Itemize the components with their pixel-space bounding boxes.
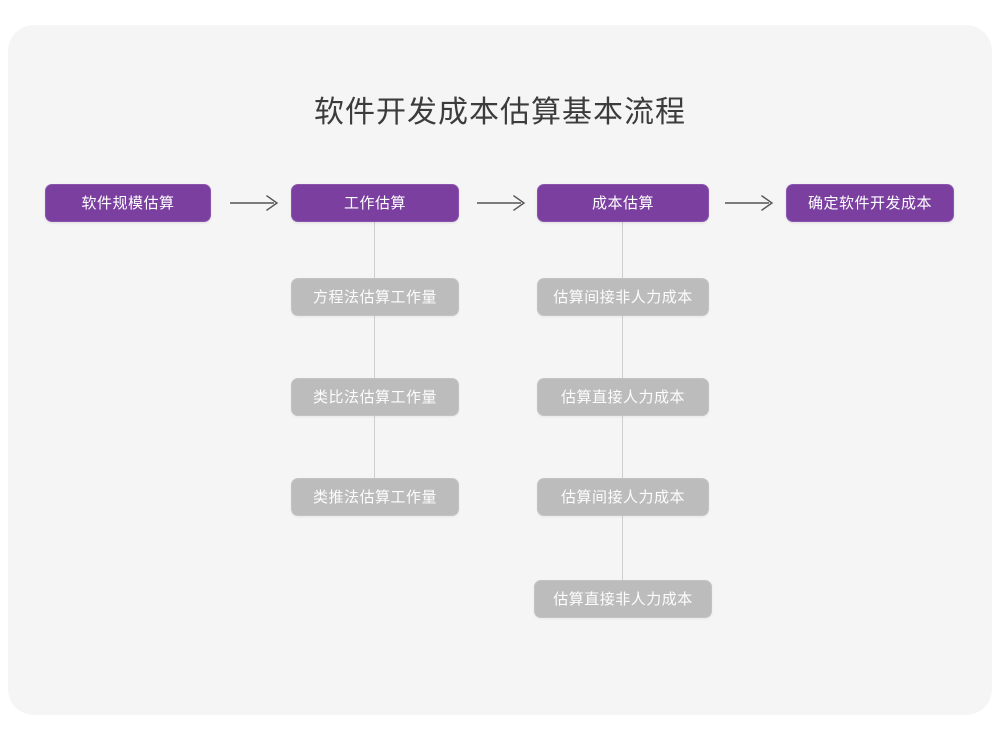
branch-cost-item-4[interactable]: 估算直接非人力成本 [534,580,712,618]
branch-stem-cost [622,222,623,618]
branch-cost-item-3[interactable]: 估算间接人力成本 [537,478,709,516]
page-title: 软件开发成本估算基本流程 [314,96,686,129]
branch-cost-item-1[interactable]: 估算间接非人力成本 [537,278,709,316]
arrow-step1-step2 [229,192,284,214]
main-step-2[interactable]: 工作估算 [291,184,459,222]
arrow-step3-step4 [724,192,779,214]
branch-stem-work [374,222,375,516]
branch-work-item-2[interactable]: 类比法估算工作量 [291,378,459,416]
main-step-3[interactable]: 成本估算 [537,184,709,222]
branch-work-item-3[interactable]: 类推法估算工作量 [291,478,459,516]
main-step-4[interactable]: 确定软件开发成本 [786,184,954,222]
branch-work-item-1[interactable]: 方程法估算工作量 [291,278,459,316]
branch-cost-item-2[interactable]: 估算直接人力成本 [537,378,709,416]
arrow-step2-step3 [476,192,531,214]
card-background [8,25,992,715]
main-step-1[interactable]: 软件规模估算 [45,184,211,222]
